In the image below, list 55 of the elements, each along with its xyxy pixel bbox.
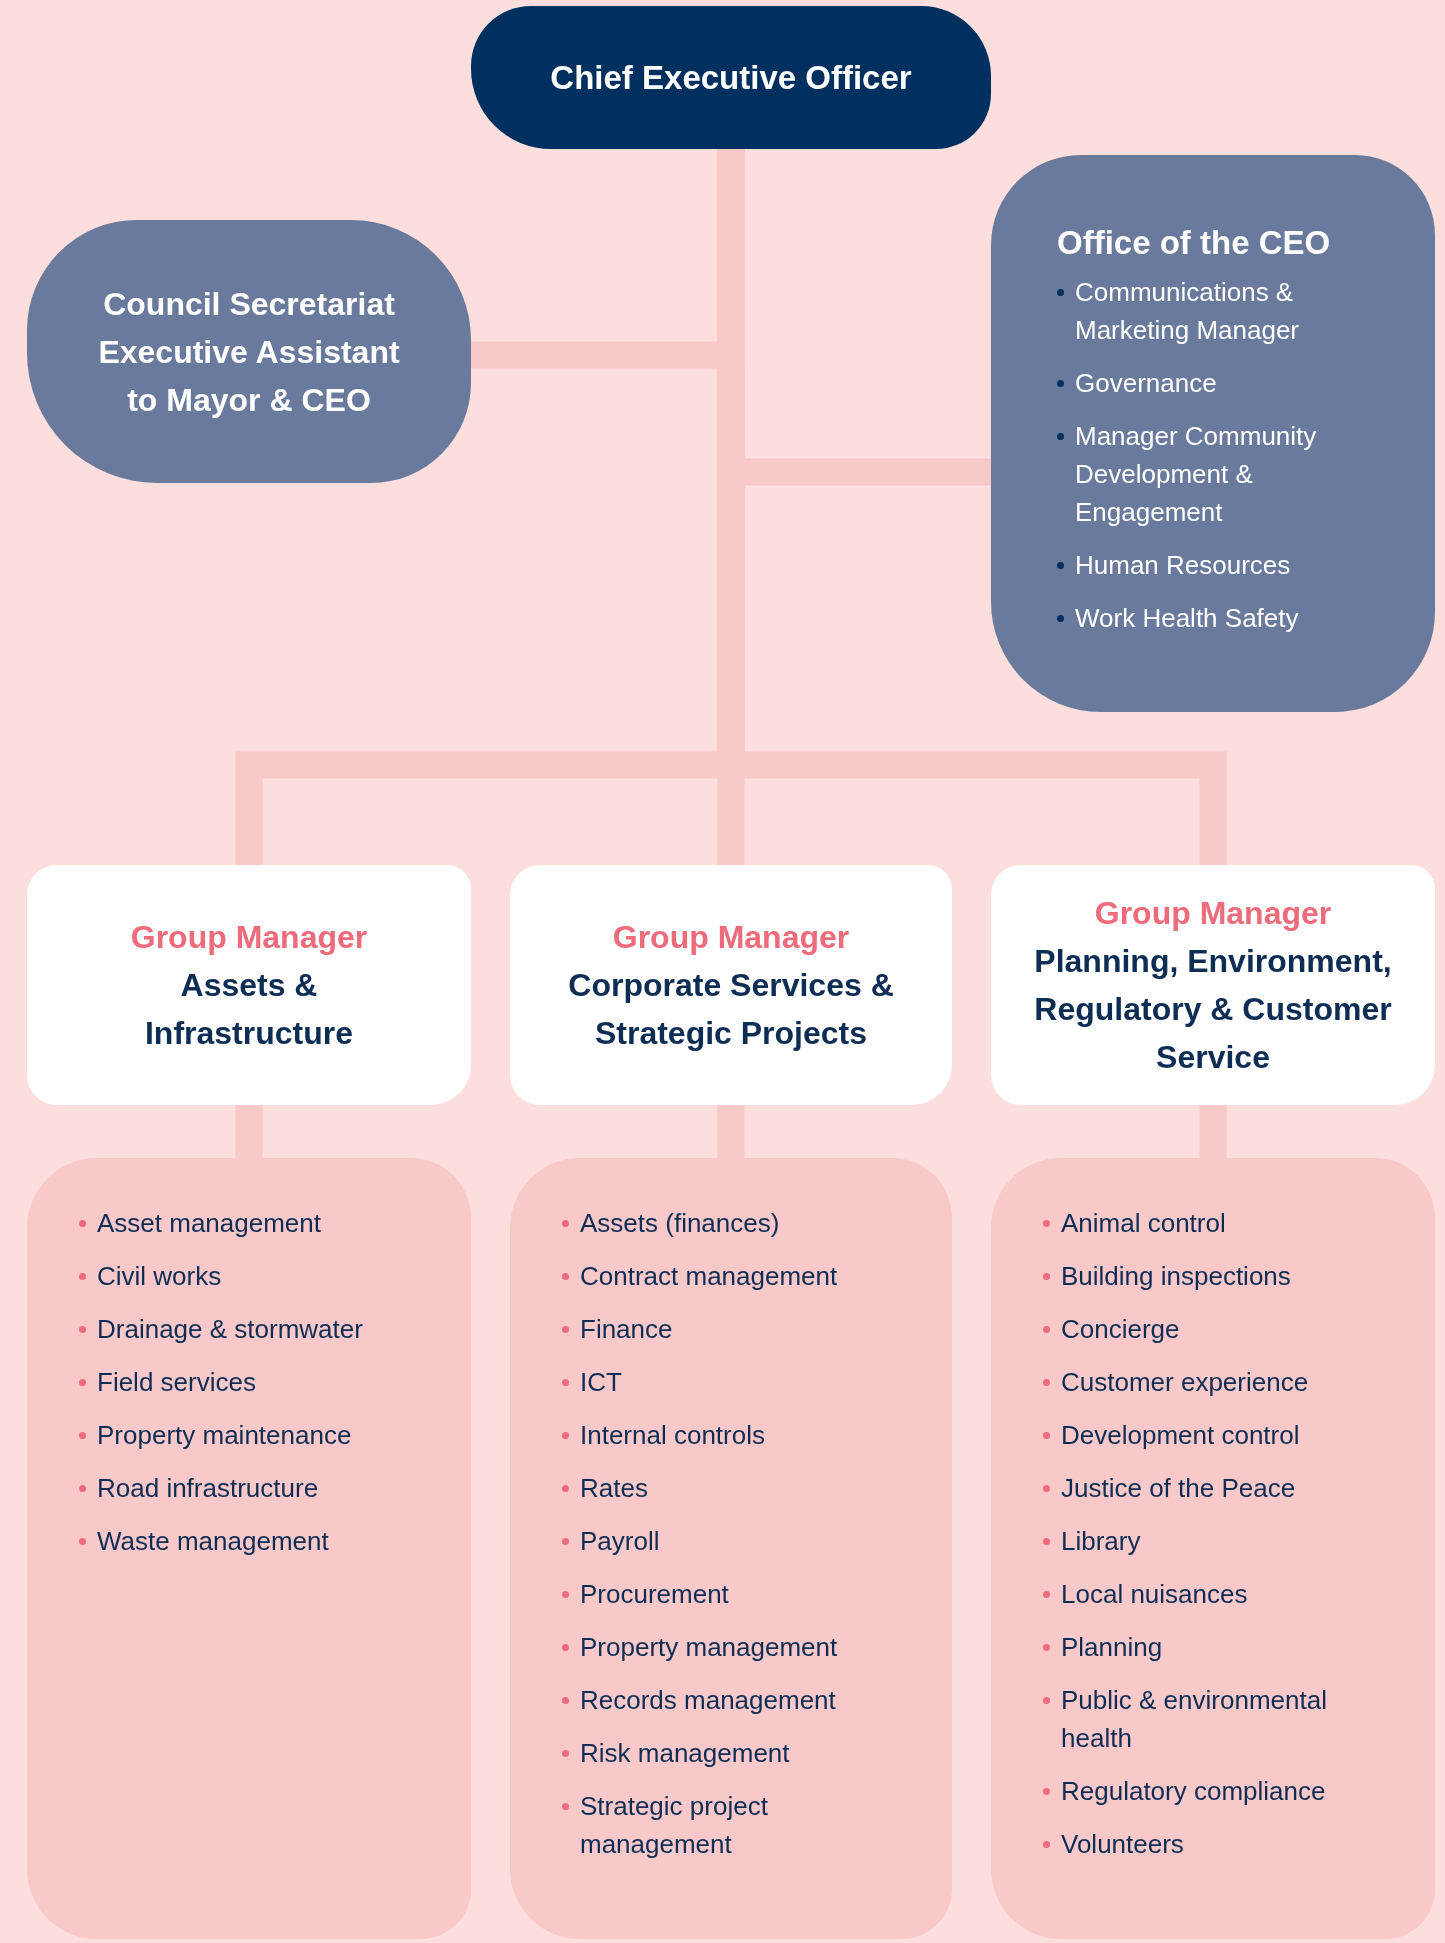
list-item: Communications & Marketing Manager: [1075, 276, 1300, 347]
list-item: Procurement: [580, 1578, 729, 1611]
department-name: Planning, Environment, Regulatory & Customer Service: [1033, 942, 1393, 1077]
connector-line: [235, 1105, 263, 1158]
list-item: Planning: [1061, 1631, 1163, 1664]
function-list-panel: [991, 1158, 1435, 1939]
list-item: Finance: [580, 1313, 673, 1346]
list-item: Contract management: [580, 1260, 838, 1293]
list-item: Local nuisances: [1061, 1578, 1248, 1611]
list-item: Civil works: [97, 1260, 222, 1293]
manager-role: Group Manager: [130, 918, 368, 957]
manager-box: [991, 865, 1435, 1105]
list-item: Asset management: [97, 1207, 321, 1240]
manager-box: [510, 865, 952, 1105]
list-item: Concierge: [1061, 1313, 1180, 1346]
list-item: Development control: [1061, 1419, 1300, 1452]
list-item: Drainage & stormwater: [97, 1313, 363, 1346]
list-item: Animal control: [1061, 1207, 1226, 1240]
office-box: [991, 155, 1435, 712]
list-item: Human Resources: [1075, 549, 1291, 582]
function-list-panel: [27, 1158, 471, 1939]
list-item: ICT: [580, 1366, 622, 1399]
list-item: Internal controls: [580, 1419, 765, 1452]
box-title: Chief Executive Officer: [550, 57, 912, 98]
list-item: Field services: [97, 1366, 256, 1399]
manager-box: [27, 865, 471, 1105]
list-item: Rates: [580, 1472, 648, 1505]
role-title: Council Secretariat Executive Assistant to Mayor & CEO: [97, 284, 401, 420]
list-item: Property management: [580, 1631, 838, 1664]
list-item: Payroll: [580, 1525, 660, 1558]
list-item: Regulatory compliance: [1061, 1775, 1326, 1808]
connector-line: [717, 1105, 745, 1158]
list-item: Strategic project management: [580, 1790, 769, 1861]
list-item: Waste management: [97, 1525, 329, 1558]
list-item: Customer experience: [1061, 1366, 1309, 1399]
office-title: Office of the CEO: [1057, 223, 1332, 263]
department-name: Corporate Services & Strategic Projects: [567, 966, 895, 1053]
manager-role: Group Manager: [612, 918, 850, 957]
list-item: Justice of the Peace: [1061, 1472, 1296, 1505]
department-name: Assets & Infrastructure: [143, 966, 354, 1053]
list-item: Work Health Safety: [1075, 602, 1299, 635]
connector-line: [1199, 1105, 1227, 1158]
manager-role: Group Manager: [1094, 894, 1332, 933]
list-item: Records management: [580, 1684, 836, 1717]
function-list-panel: [510, 1158, 952, 1939]
list-item: Governance: [1075, 367, 1217, 400]
list-item: Public & environmental health: [1061, 1684, 1328, 1755]
list-item: Manager Community Development & Engagement: [1075, 420, 1318, 529]
list-item: Assets (finances): [580, 1207, 780, 1240]
list-item: Property maintenance: [97, 1419, 352, 1452]
list-item: Library: [1061, 1525, 1141, 1558]
list-item: Volunteers: [1061, 1828, 1184, 1861]
list-item: Risk management: [580, 1737, 790, 1770]
list-item: Building inspections: [1061, 1260, 1291, 1293]
list-item: Road infrastructure: [97, 1472, 319, 1505]
